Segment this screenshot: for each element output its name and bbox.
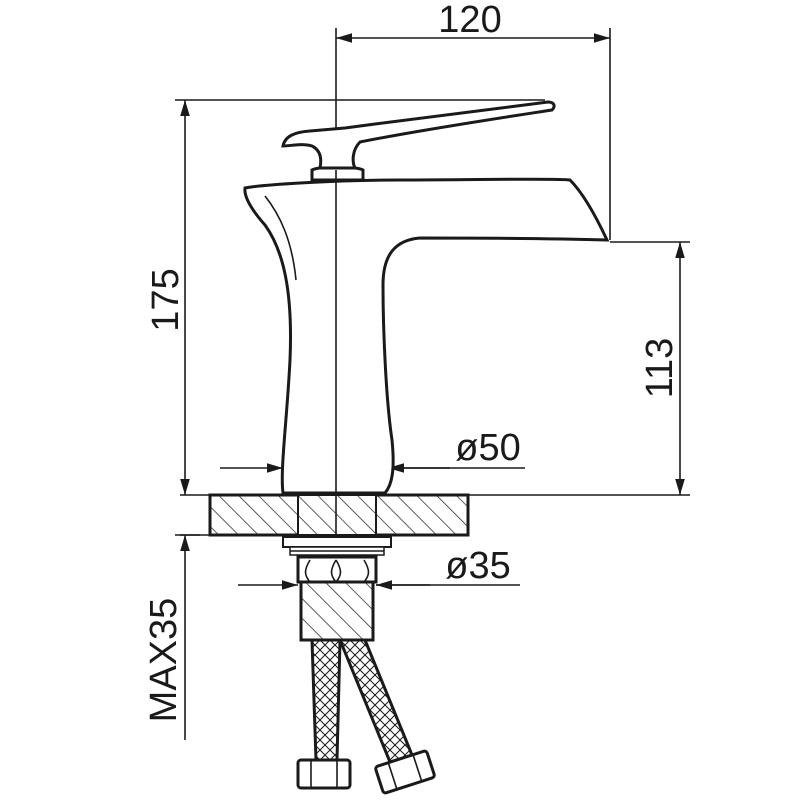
dimension-overall-height: 175 [145,99,545,495]
dimension-label-o50: ø50 [455,427,520,469]
deck-plate [180,493,690,537]
dimension-label-max35: MAX35 [143,598,185,723]
dimension-base-diameter: ø50 [220,427,525,473]
body-inner-edge [264,195,297,281]
dimension-shank-diameter: ø35 [238,545,520,590]
mounting-shank [282,536,392,642]
dimension-label-o35: ø35 [445,545,510,587]
handle-lever [281,100,556,170]
hose-left [310,638,342,762]
supply-hoses [296,638,436,795]
faucet-body [243,177,610,495]
dimension-spout-height: 113 [610,241,690,495]
dimension-label-120: 120 [438,0,501,41]
hose-right [337,638,415,764]
faucet-handle [281,100,556,182]
dimension-label-175: 175 [145,268,187,331]
hose-nut-right [374,749,436,795]
hose-nut-left [296,758,352,790]
dimension-max-deck: MAX35 [143,534,200,740]
dimension-label-113: 113 [639,338,681,399]
